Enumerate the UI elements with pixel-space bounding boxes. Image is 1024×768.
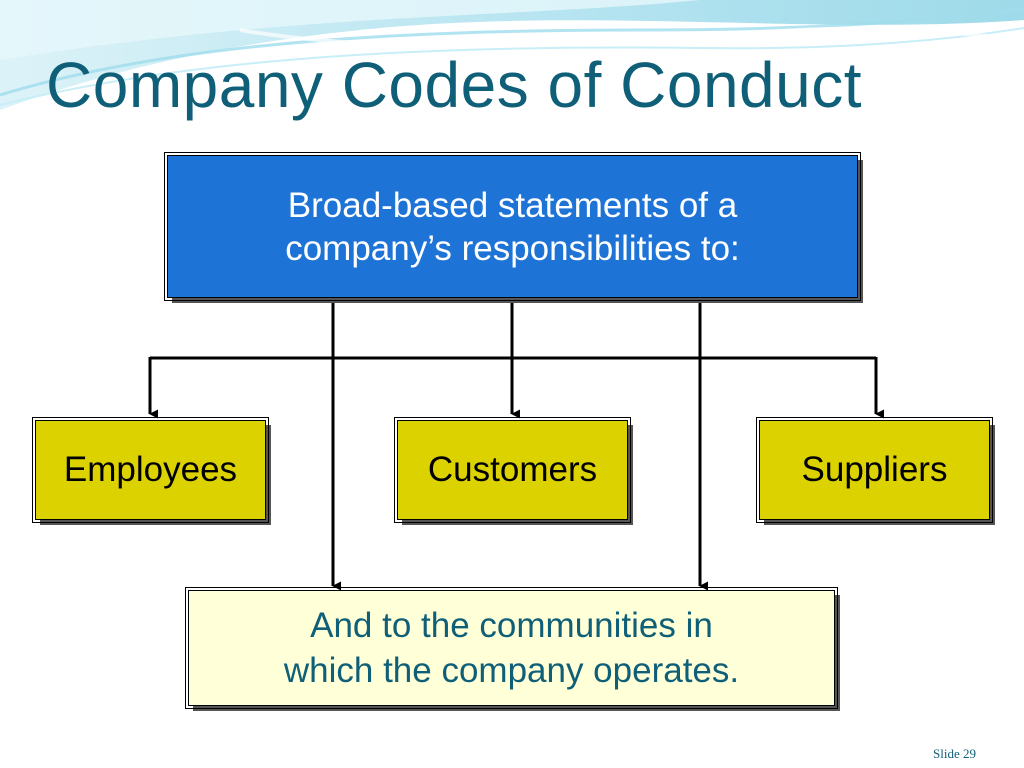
responsibilities-line-2: company’s responsibilities to:: [285, 228, 740, 268]
communities-box: And to the communities in which the comp…: [185, 587, 838, 709]
responsibilities-line-1: Broad-based statements of a: [287, 185, 738, 225]
slide-number: Slide 29: [933, 746, 976, 761]
suppliers-label: Suppliers: [801, 450, 948, 489]
employees-label: Employees: [63, 450, 238, 489]
employees-box: Employees: [32, 417, 269, 523]
suppliers-box: Suppliers: [756, 417, 993, 523]
communities-line-1: And to the communities in: [310, 606, 713, 645]
customers-box: Customers: [394, 417, 631, 523]
customers-label: Customers: [427, 450, 598, 489]
communities-line-2: which the company operates.: [283, 651, 740, 690]
slide-title: Company Codes of Conduct: [46, 49, 862, 121]
background-waves: [0, 0, 1024, 110]
responsibilities-box: Broad-based statements of a company’s re…: [164, 152, 861, 301]
